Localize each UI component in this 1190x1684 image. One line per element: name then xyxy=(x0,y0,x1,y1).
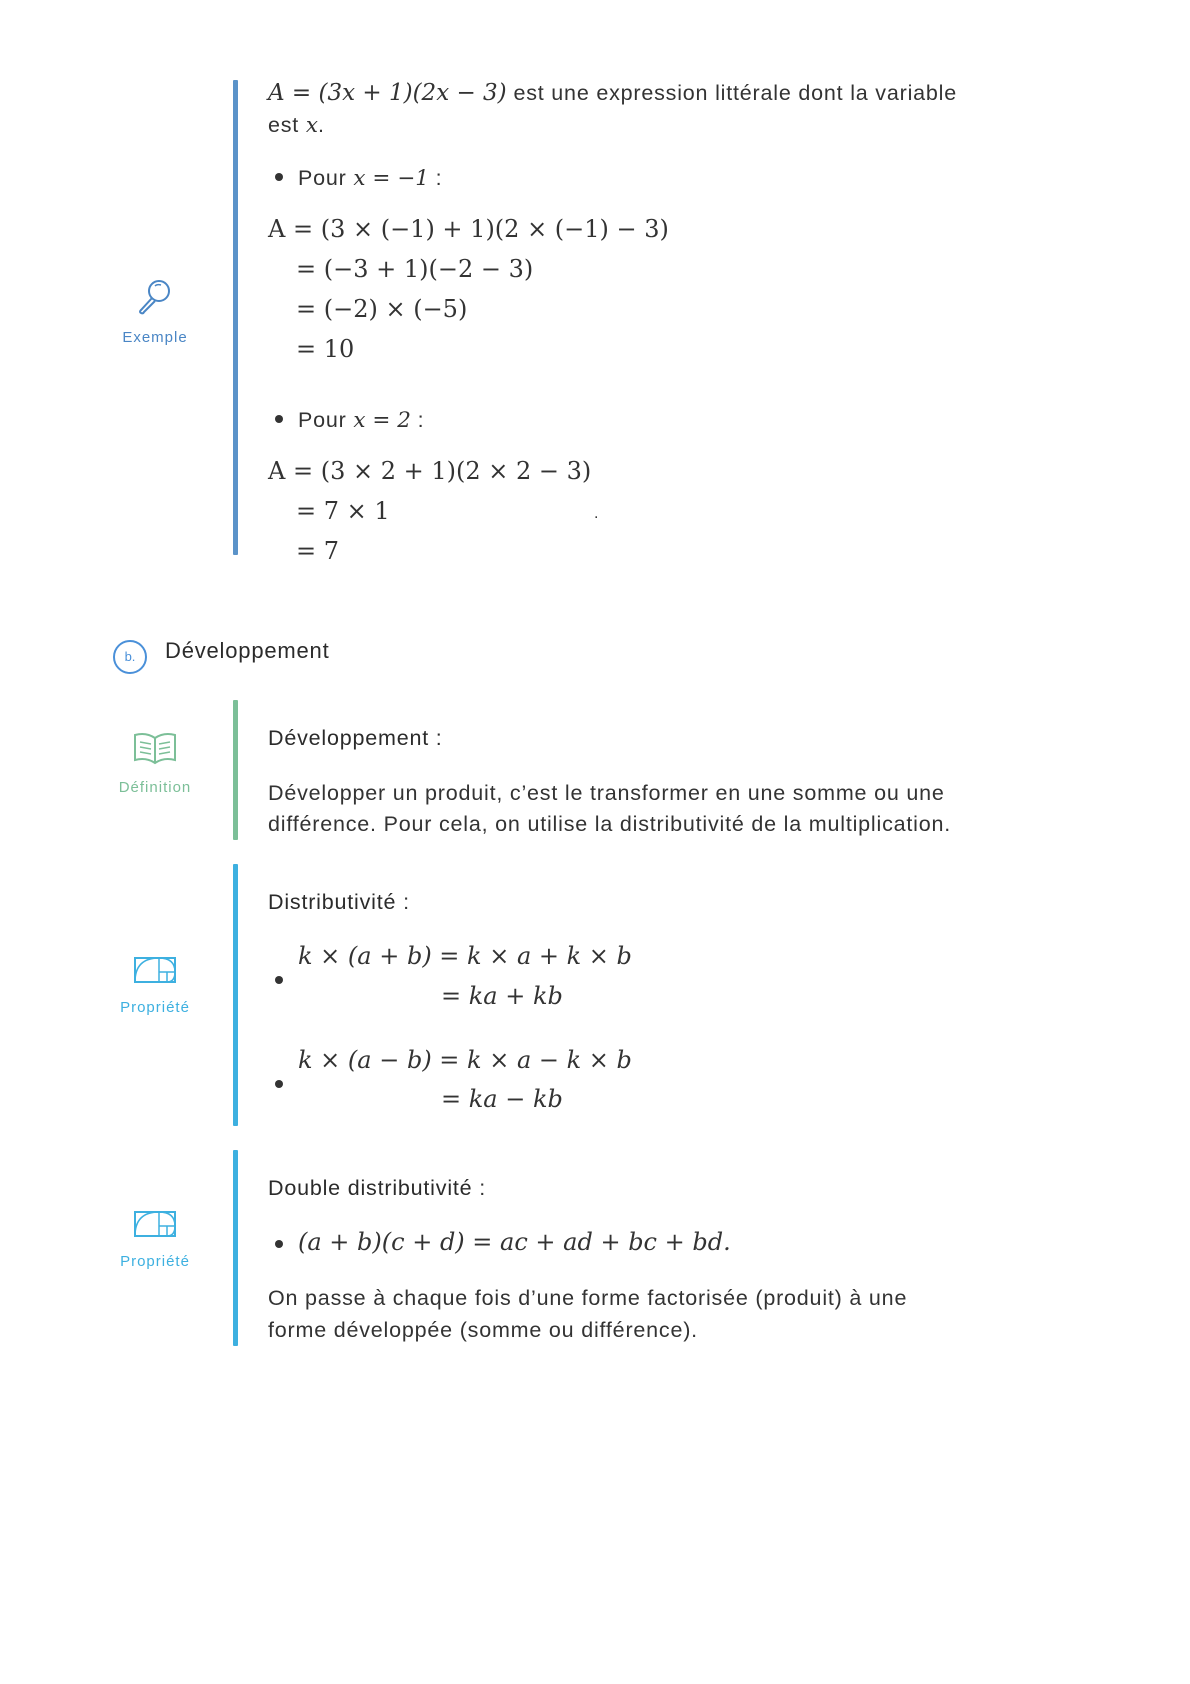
propriete1-title: Distributivité : xyxy=(268,886,410,918)
definition-label: Définition xyxy=(118,779,192,796)
exemple-intro-end: . xyxy=(318,113,325,137)
exemple-label: Exemple xyxy=(122,329,188,346)
exemple-intro-line1: A = (3x + 1)(2x − 3) est une expression … xyxy=(268,77,957,109)
exemple-intro-text: est une expression littérale dont la var… xyxy=(506,81,957,105)
case2-label: Pour x = 2 : xyxy=(298,404,424,437)
case1-line-1: A = (3 × (−1) + 1)(2 × (−1) − 3) xyxy=(268,215,669,243)
propriete1-sidebar: Propriété xyxy=(100,954,210,1016)
golden-ratio-icon xyxy=(134,957,176,983)
case1-line-4: = 10 xyxy=(296,335,355,363)
definition-title: Développement : xyxy=(268,726,443,750)
definition-bar xyxy=(233,700,238,840)
case1-label-colon: : xyxy=(428,166,443,190)
exemple-intro-text2: est xyxy=(268,113,306,137)
case2-label-colon: : xyxy=(410,408,425,432)
section-b-title: Développement xyxy=(165,638,330,663)
exemple-block: Exemple A = (3x + 1)(2x − 3) est une exp… xyxy=(100,77,1090,565)
case1-bullet xyxy=(275,173,283,181)
case2-line-3: = 7 xyxy=(296,537,340,565)
propriete2-bar xyxy=(233,1150,238,1346)
propriete2-sidebar: Propriété xyxy=(100,1208,210,1270)
case1-line-2: = (−3 + 1)(−2 − 3) xyxy=(296,255,534,283)
distrib-bullet-2 xyxy=(275,1080,283,1088)
case1-label: Pour x = −1 : xyxy=(298,162,442,195)
case2-line-1: A = (3 × 2 + 1)(2 × 2 − 3) xyxy=(268,457,592,485)
propriete2-title-colon: : xyxy=(472,1176,486,1200)
definition-block: Définition Développement : Développer un… xyxy=(100,700,1090,840)
definition-text-2: différence. Pour cela, on utilise la dis… xyxy=(268,812,952,836)
double-distrib-formula: (a + b)(c + d) = ac + ad + bc + bd. xyxy=(298,1228,731,1256)
open-book-icon xyxy=(134,733,176,765)
distrib-line-1b: = ka + kb xyxy=(441,982,563,1010)
golden-ratio-icon xyxy=(134,1211,176,1237)
propriete2-label: Propriété xyxy=(120,1253,190,1270)
propriete2-text-1: On passe à chaque fois d’une forme facto… xyxy=(268,1286,908,1310)
distrib-line-2a: k × (a − b) = k × a − k × b xyxy=(298,1046,632,1074)
distrib-line-2b: = ka − kb xyxy=(441,1085,563,1113)
definition-text-1: Développer un produit, c’est le transfor… xyxy=(268,781,945,805)
exemple-intro-var: x xyxy=(305,113,318,138)
case1-label-text: Pour xyxy=(298,166,354,190)
exemple-intro-math: A = (3x + 1)(2x − 3) xyxy=(268,80,507,106)
propriete1-block: Propriété Distributivité : k × (a + b) =… xyxy=(100,864,1090,1126)
propriete1-bar xyxy=(233,864,238,1126)
stray-dot: . xyxy=(594,505,600,522)
propriete1-title-colon: : xyxy=(396,890,410,914)
case1-label-math: x = −1 xyxy=(353,166,429,191)
case2-bullet xyxy=(275,415,283,423)
exemple-intro-line2: est x. xyxy=(268,109,325,142)
propriete2-title-text: Double distributivité xyxy=(268,1176,473,1200)
propriete2-text-2: forme développée (somme ou différence). xyxy=(268,1318,698,1342)
exemple-bar xyxy=(233,80,238,555)
section-b-marker: b. xyxy=(113,640,147,674)
exemple-sidebar: Exemple xyxy=(100,276,210,346)
case1-line-3: = (−2) × (−5) xyxy=(296,295,468,323)
double-distrib-bullet xyxy=(275,1240,283,1248)
case2-label-text: Pour xyxy=(298,408,354,432)
propriete2-block: Propriété Double distributivité : (a + b… xyxy=(100,1150,1090,1346)
distrib-bullet-1 xyxy=(275,976,283,984)
definition-sidebar: Définition xyxy=(100,730,210,796)
propriete1-title-text: Distributivité xyxy=(268,890,397,914)
case2-label-math: x = 2 xyxy=(353,408,411,433)
propriete2-title: Double distributivité : xyxy=(268,1172,486,1204)
propriete1-label: Propriété xyxy=(120,999,190,1016)
exemple-content: A = (3x + 1)(2x − 3) est une expression … xyxy=(268,77,1088,565)
magnifier-icon xyxy=(139,280,170,315)
case2-line-2: = 7 × 1 xyxy=(296,497,390,525)
distrib-line-1a: k × (a + b) = k × a + k × b xyxy=(298,942,632,970)
